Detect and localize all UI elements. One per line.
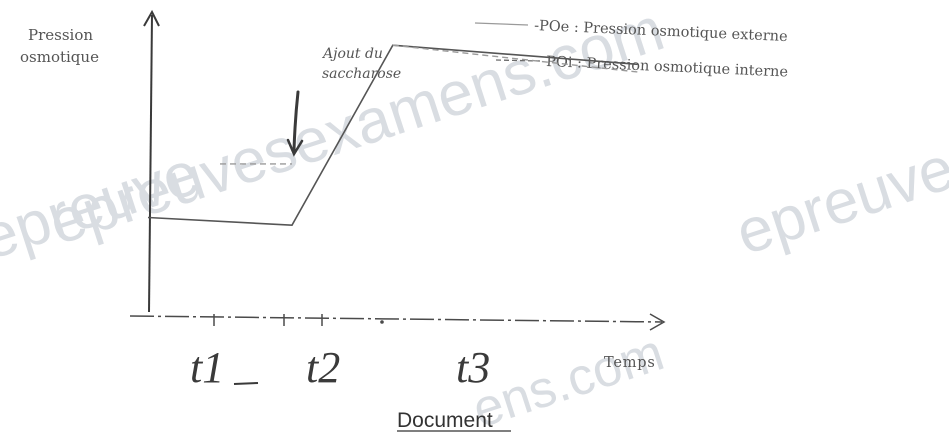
legend-swatch-poe: [474, 22, 529, 26]
y-axis-label-line-2: osmotique: [20, 48, 99, 66]
x-axis-arrow: [649, 313, 666, 331]
x-tick-label-t3: t3: [456, 343, 490, 392]
x-tick-label-t1-underline: [233, 382, 259, 385]
x-axis: [129, 315, 663, 323]
x-tick-label-t1: t1: [190, 343, 224, 392]
series-line-poi-2: [392, 44, 638, 73]
caption: Document: [397, 409, 493, 432]
annotation-line-2: saccharose: [322, 66, 401, 82]
watermark-left: epreuve: [0, 138, 207, 273]
y-axis: [148, 14, 153, 313]
y-axis-label-line-1: Pression: [28, 26, 93, 44]
series-layer: [147, 44, 638, 227]
annotation-arrow: [286, 90, 304, 157]
x-tick-label-t2: t2: [306, 343, 340, 392]
tick-dot: [380, 320, 384, 324]
y-axis-arrow: [143, 9, 160, 27]
x-axis-label: Temps: [604, 355, 656, 371]
y-axis-label: Pression osmotique: [20, 26, 99, 66]
watermark-right: epreuve: [728, 133, 949, 268]
watermark-bottom: ens.com: [466, 324, 671, 440]
annotation: Ajout du saccharose: [321, 46, 401, 82]
series-line-poe-0: [147, 44, 638, 227]
annotation-line-1: Ajout du: [321, 46, 383, 62]
